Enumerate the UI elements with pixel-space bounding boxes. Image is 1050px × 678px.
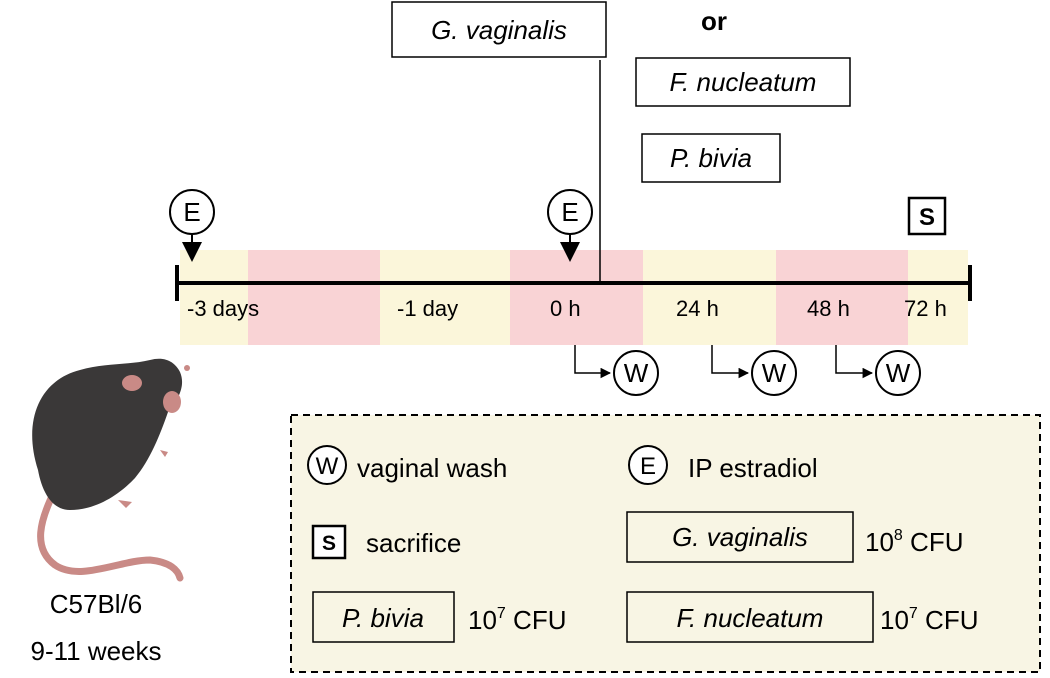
legend-pb-dose: 107 CFU — [468, 605, 567, 635]
down-arrow-icon — [182, 242, 202, 262]
elbow-arrow-icon — [711, 345, 750, 379]
estradiol-letter: E — [640, 453, 656, 480]
mouse-nose-icon — [184, 365, 190, 371]
legend-sacrifice-label: sacrifice — [366, 528, 461, 558]
band-pink-2 — [510, 250, 643, 345]
legend-estradiol-label: IP estradiol — [688, 453, 818, 483]
mouse-paw-icon — [160, 450, 168, 457]
estradiol-letter: E — [561, 197, 578, 227]
timeline-bands — [180, 250, 968, 345]
legend-fn-dose: 107 CFU — [880, 605, 979, 635]
estradiol-marker-day-minus3: E — [169, 189, 215, 262]
band-yellow-3 — [643, 250, 776, 345]
elbow-arrow-icon — [574, 345, 612, 379]
wash-marker-48h: W — [835, 345, 921, 396]
legend: W vaginal wash E IP estradiol S sacrific… — [290, 414, 1041, 673]
legend-pb-box — [312, 591, 455, 643]
wash-letter: W — [624, 358, 649, 388]
timeline-label-0h: 0 h — [550, 296, 581, 321]
band-yellow-1 — [180, 250, 248, 345]
timeline-label-minus1: -1 day — [397, 296, 458, 321]
estradiol-marker-0h: E — [547, 189, 593, 262]
wash-letter: W — [762, 358, 787, 388]
wash-marker-24h: W — [711, 345, 797, 396]
legend-fn-name: F. nucleatum — [677, 603, 824, 633]
legend-pb-name: P. bivia — [342, 603, 424, 633]
mouse-paw-icon — [118, 500, 132, 508]
mouse-illustration — [32, 358, 190, 582]
elbow-arrow-icon — [835, 345, 874, 379]
band-pink-3 — [776, 250, 908, 345]
mouse-ear-icon — [163, 391, 181, 413]
or-label: or — [701, 6, 727, 36]
timeline-label-48h: 48 h — [807, 296, 850, 321]
gv-label: G. vaginalis — [431, 15, 567, 45]
wash-circle-icon — [613, 350, 659, 396]
mouse-age: 9-11 weeks — [30, 636, 161, 666]
timeline-label-minus3: -3 days — [187, 296, 259, 321]
down-arrow-icon — [560, 242, 580, 262]
estradiol-circle-icon — [628, 445, 668, 485]
legend-gv-box — [626, 511, 854, 563]
sacrifice-letter: S — [919, 204, 935, 231]
wash-marker-0h: W — [574, 345, 659, 396]
legend-gv-dose: 108 CFU — [865, 527, 964, 557]
pb-label: P. bivia — [670, 143, 752, 173]
mouse-tail — [37, 486, 184, 582]
mouse-body — [32, 358, 183, 510]
timeline-label-24h: 24 h — [676, 296, 719, 321]
gv-box — [391, 1, 607, 58]
legend-fn-box — [626, 591, 874, 643]
legend-gv-name: G. vaginalis — [672, 522, 808, 552]
band-yellow-4 — [908, 250, 968, 345]
sacrifice-marker: S — [907, 196, 947, 236]
sacrifice-square-icon — [311, 524, 347, 560]
wash-letter: W — [316, 453, 339, 480]
timeline-label-72h: 72 h — [904, 296, 947, 321]
wash-circle-icon — [875, 350, 921, 396]
sacrifice-letter: S — [322, 532, 336, 555]
wash-circle-icon — [307, 445, 347, 485]
fn-box — [635, 57, 851, 107]
mouse-strain: C57Bl/6 — [50, 589, 143, 619]
pb-box — [641, 133, 781, 183]
estradiol-letter: E — [183, 197, 200, 227]
band-pink-1 — [248, 250, 380, 345]
wash-circle-icon — [751, 350, 797, 396]
wash-letter: W — [886, 358, 911, 388]
legend-wash-label: vaginal wash — [357, 453, 507, 483]
sacrifice-square-icon — [907, 196, 947, 236]
fn-label: F. nucleatum — [670, 67, 817, 97]
mouse-ear-icon — [122, 375, 142, 391]
band-yellow-2 — [380, 250, 510, 345]
